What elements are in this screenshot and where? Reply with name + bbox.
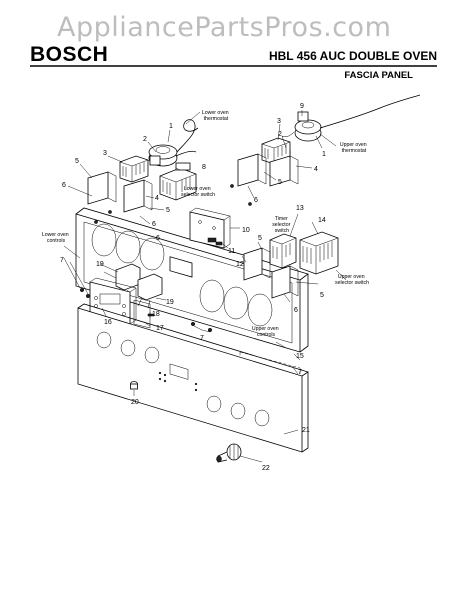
bracket-5-left-part: [87, 171, 117, 205]
callout-2: 2: [278, 131, 282, 138]
callout-14: 14: [318, 217, 326, 224]
callout-9: 9: [300, 103, 304, 110]
callout-4: 4: [155, 195, 159, 202]
bracket-5-mid-part: [243, 247, 271, 281]
callout-7: 7: [298, 369, 302, 376]
timer-selector-switch-part: [269, 233, 297, 269]
callout-19: 19: [96, 261, 104, 268]
lower-switch-3-part: [119, 155, 149, 183]
callout-5: 5: [258, 235, 262, 242]
callout-16: 16: [104, 319, 112, 326]
captions: Lower oven thermostat Upper oven thermos…: [42, 110, 369, 338]
bracket-5-lower-right-part: [271, 265, 299, 299]
watermark-text: AppliancePartsPros.com: [57, 12, 391, 43]
callout-17: 17: [156, 325, 164, 332]
callout-4: 4: [314, 166, 318, 173]
callout-numbers: 1 2 3 5 6 8 4 5 6 9 3 2 1 4 5 6 10 11 13…: [60, 103, 326, 472]
display-bracket-part: [133, 299, 155, 329]
caption-upper-oven-thermostat: Upper oven thermostat: [340, 142, 368, 154]
callout-3: 3: [277, 118, 281, 125]
callout-18: 18: [152, 311, 160, 318]
callout-6: 6: [62, 182, 66, 189]
callout-5: 5: [320, 292, 324, 299]
callout-10: 10: [242, 227, 250, 234]
caption-upper-oven-controls: Upper oven controls: [252, 326, 280, 338]
model-title: HBL 456 AUC DOUBLE OVEN: [269, 49, 437, 63]
lower-oven-selector-switch-part: [159, 162, 197, 201]
callout-7: 7: [60, 257, 64, 264]
callout-6: 6: [156, 235, 160, 242]
upper-oven-thermostat-part: [281, 94, 421, 142]
caption-timer-selector-switch: Timer selector switch: [272, 216, 292, 234]
callout-21: 21: [302, 427, 310, 434]
callout-12: 12: [236, 261, 244, 268]
section-title: FASCIA PANEL: [344, 70, 413, 81]
bracket-4-right-part: [269, 155, 299, 187]
callout-11: 11: [228, 248, 235, 255]
screws-part: [79, 184, 252, 333]
callout-1: 1: [169, 123, 173, 130]
bracket-4-left-part: [123, 179, 153, 213]
caption-upper-oven-selector-switch: Upper oven selector switch: [335, 274, 369, 286]
caption-lower-oven-selector-switch: Lower oven selector switch: [181, 186, 215, 198]
caption-lower-oven-thermostat: Lower oven thermostat: [202, 110, 230, 122]
fascia-front-panel-part: [77, 303, 309, 453]
callout-13: 13: [296, 205, 304, 212]
callout-2: 2: [143, 136, 147, 143]
callout-3: 3: [103, 150, 107, 157]
callout-6: 6: [152, 221, 156, 228]
bracket-5-right-part: [237, 153, 267, 187]
callout-1: 1: [322, 151, 326, 158]
callout-19: 19: [166, 299, 174, 306]
callout-20: 20: [131, 399, 139, 406]
callout-5: 5: [278, 179, 282, 186]
callout-5: 5: [166, 207, 170, 214]
push-button-part: [130, 381, 138, 390]
callout-5: 5: [75, 158, 79, 165]
callout-6: 6: [294, 307, 298, 314]
leader-lines: [63, 110, 347, 463]
caption-lower-oven-controls: Lower oven controls: [42, 232, 70, 244]
callout-8: 8: [202, 164, 206, 171]
brand-logo: BOSCH: [30, 43, 108, 66]
callout-6: 6: [254, 197, 258, 204]
callout-22: 22: [262, 465, 270, 472]
callout-7: 7: [200, 335, 204, 342]
callout-15: 15: [296, 353, 304, 360]
control-knob-part: [216, 443, 242, 463]
upper-oven-selector-switch-part: [299, 231, 339, 275]
